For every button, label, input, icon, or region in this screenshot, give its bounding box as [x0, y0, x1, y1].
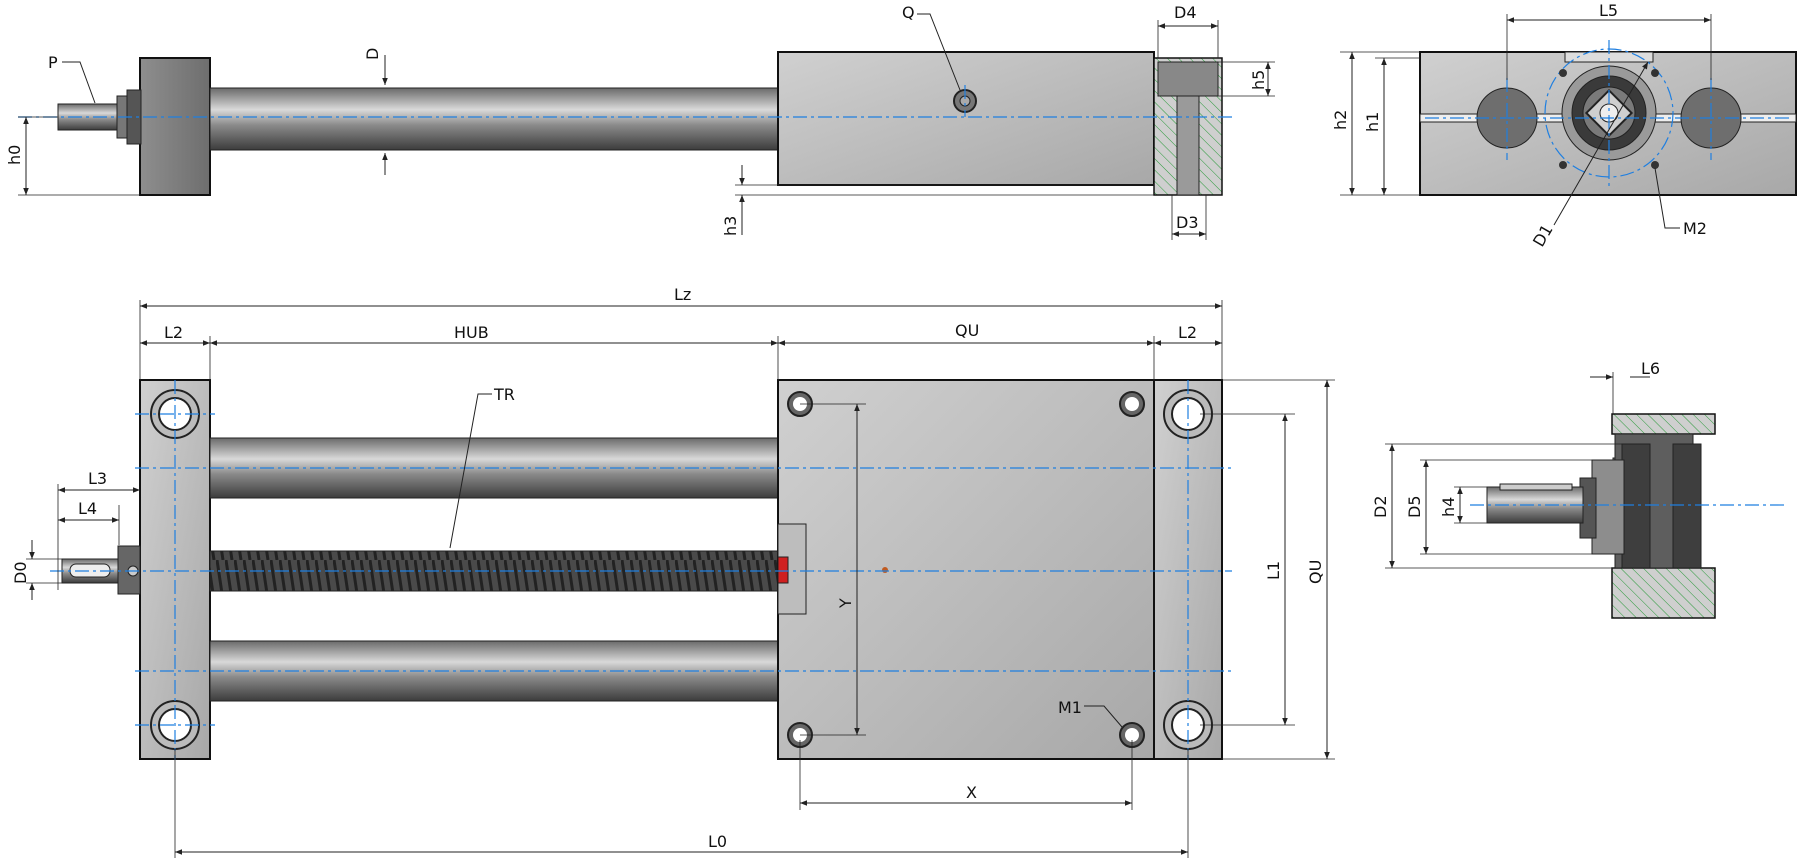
- label-L1: L1: [1264, 561, 1283, 580]
- bearing-right: [1672, 443, 1702, 569]
- label-L6: L6: [1641, 359, 1660, 378]
- label-TR: TR: [493, 385, 515, 404]
- label-D3: D3: [1176, 213, 1199, 232]
- label-L2-left: L2: [164, 323, 183, 342]
- guide-rod: [209, 87, 779, 151]
- label-D2: D2: [1371, 496, 1390, 519]
- side-elevation-view: D P Q h0 h3 D4 h5 D3: [5, 3, 1275, 240]
- label-L5: L5: [1599, 1, 1618, 20]
- section-detail-view: L6 D2 D5 h4: [1371, 359, 1788, 619]
- label-D: D: [363, 48, 382, 60]
- label-QU-side: QU: [1306, 560, 1325, 584]
- label-M1: M1: [1058, 698, 1082, 717]
- end-view: L5 h2 h1 D1 M2: [1331, 1, 1797, 250]
- label-M2: M2: [1683, 219, 1707, 238]
- label-L4: L4: [78, 499, 97, 518]
- label-Lz: Lz: [674, 285, 691, 304]
- bearing-left: [1621, 443, 1651, 569]
- label-HUB: HUB: [454, 323, 489, 342]
- label-D1: D1: [1529, 221, 1557, 250]
- plan-view: Lz L2 HUB QU L2 TR L3 L4 D0 Y L1: [11, 285, 1335, 858]
- label-P: P: [48, 53, 58, 72]
- slide-carriage: [777, 51, 1155, 186]
- label-D4: D4: [1174, 3, 1197, 22]
- label-h4: h4: [1439, 497, 1458, 517]
- drive-shaft: [57, 103, 125, 131]
- left-end-block: [139, 57, 211, 196]
- label-D5: D5: [1405, 496, 1424, 519]
- carriage-plate: [777, 379, 1155, 760]
- label-L2-right: L2: [1178, 323, 1197, 342]
- label-Y: Y: [836, 598, 855, 609]
- label-QU-top: QU: [955, 321, 979, 340]
- label-D0: D0: [11, 562, 30, 585]
- label-h2: h2: [1331, 110, 1350, 130]
- label-L3: L3: [88, 469, 107, 488]
- label-Q: Q: [902, 3, 915, 22]
- label-X: X: [966, 783, 977, 802]
- label-L0: L0: [708, 832, 727, 851]
- label-h3: h3: [721, 216, 740, 236]
- label-h5: h5: [1249, 70, 1268, 90]
- label-h0: h0: [5, 145, 24, 165]
- label-h1: h1: [1363, 112, 1382, 132]
